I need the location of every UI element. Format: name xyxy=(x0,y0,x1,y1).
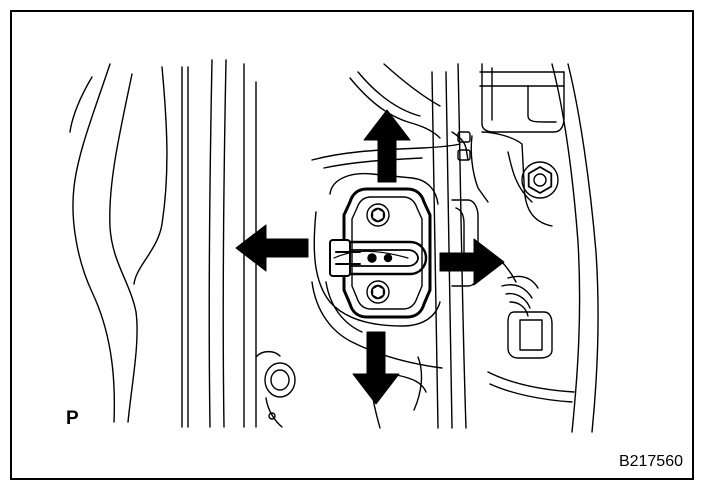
wire-harness-connector xyxy=(487,259,575,403)
striker-upper-screw-icon xyxy=(366,203,390,227)
striker-lower-screw-icon xyxy=(366,280,390,304)
arrow-right-icon xyxy=(439,238,505,286)
arrow-up-icon xyxy=(363,109,411,183)
door-edge-lines xyxy=(311,63,467,429)
figure-frame: P B217560 xyxy=(10,10,694,480)
body-pillar-lines xyxy=(69,59,257,428)
door-lock-striker-illustration xyxy=(69,59,599,433)
door-lock-striker xyxy=(329,187,432,319)
view-label: P xyxy=(66,408,79,429)
arrow-down-icon xyxy=(352,331,400,405)
trim-clip xyxy=(255,350,296,428)
figure-code: B217560 xyxy=(618,453,683,470)
hinge-bolt-icon xyxy=(521,161,559,199)
arrow-left-icon xyxy=(235,224,309,272)
